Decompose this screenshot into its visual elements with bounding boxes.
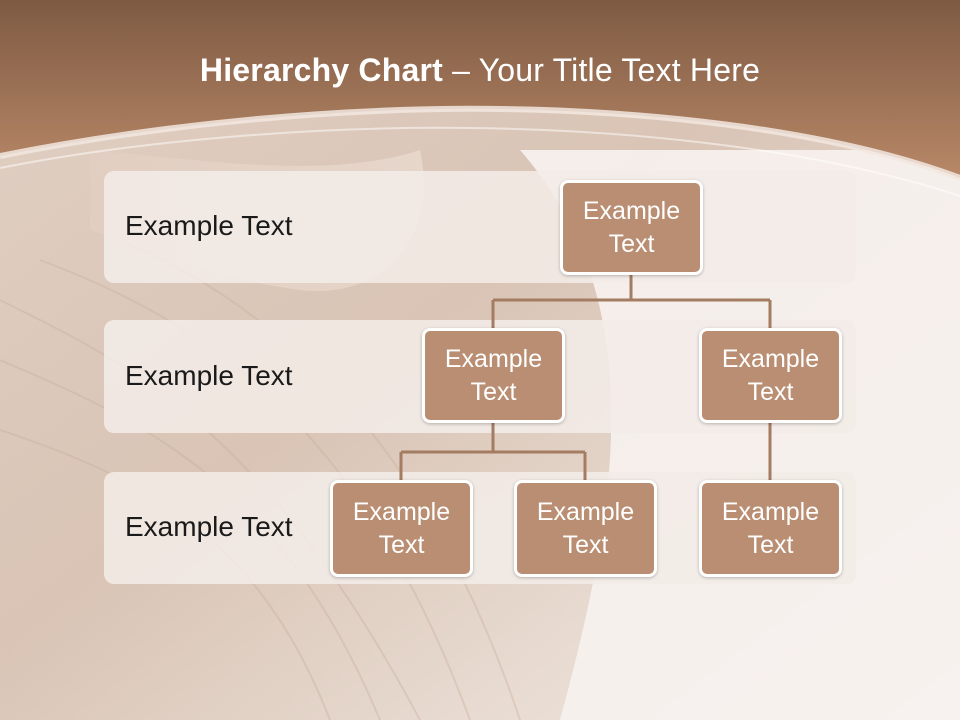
slide-title: Hierarchy Chart – Your Title Text Here bbox=[0, 52, 960, 89]
title-rest: Your Title Text Here bbox=[478, 52, 761, 88]
title-separator: – bbox=[452, 52, 471, 88]
level-label-2: Example Text bbox=[125, 360, 293, 391]
title-bold: Hierarchy Chart bbox=[199, 52, 443, 88]
node-level3-b: Example Text bbox=[514, 480, 657, 577]
node-level2-left: Example Text bbox=[422, 328, 565, 423]
level-label-3: Example Text bbox=[125, 511, 293, 542]
level-band-1 bbox=[104, 171, 856, 283]
node-level3-c: Example Text bbox=[699, 480, 842, 577]
node-root: Example Text bbox=[560, 180, 703, 275]
level-label-1: Example Text bbox=[125, 210, 293, 241]
node-level2-right: Example Text bbox=[699, 328, 842, 423]
node-level3-a: Example Text bbox=[330, 480, 473, 577]
